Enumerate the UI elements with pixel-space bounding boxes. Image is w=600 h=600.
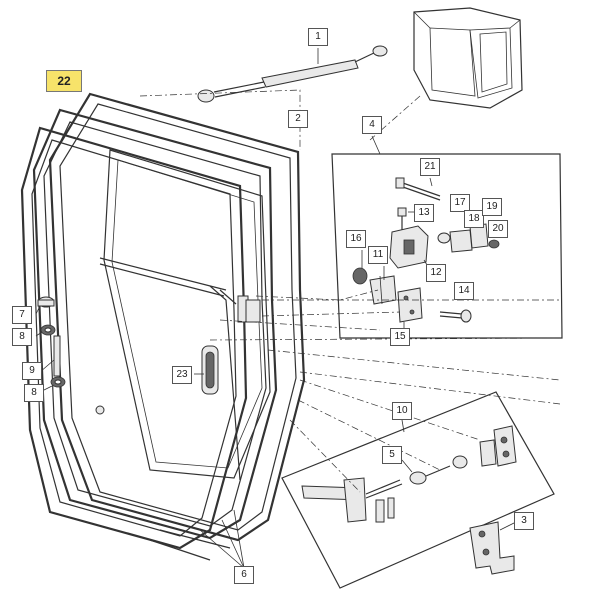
callout-3: 3 xyxy=(514,512,534,530)
latch-detail-box xyxy=(281,391,555,589)
callout-13: 13 xyxy=(414,204,434,222)
callout-11: 11 xyxy=(368,246,388,264)
callout-4: 4 xyxy=(362,116,382,134)
callout-14: 14 xyxy=(454,282,474,300)
callout-1: 1 xyxy=(308,28,328,46)
callout-21: 21 xyxy=(420,158,440,176)
callout-8-bottom: 8 xyxy=(24,384,44,402)
callout-22-highlighted: 22 xyxy=(46,70,82,92)
callout-18: 18 xyxy=(464,210,484,228)
door-handle xyxy=(194,345,219,395)
gas-strut xyxy=(197,45,388,103)
callout-2: 2 xyxy=(288,110,308,128)
bracket xyxy=(469,521,517,575)
hinge-detail-box xyxy=(331,135,563,339)
door-frames xyxy=(20,92,306,569)
callout-10: 10 xyxy=(392,402,412,420)
callout-17: 17 xyxy=(450,194,470,212)
callout-7: 7 xyxy=(12,306,32,324)
callout-15: 15 xyxy=(390,328,410,346)
left-fasteners xyxy=(35,296,66,393)
callout-23: 23 xyxy=(172,366,192,384)
callout-5: 5 xyxy=(382,446,402,464)
callout-20: 20 xyxy=(488,220,508,238)
callout-12: 12 xyxy=(426,264,446,282)
cab-thumbnail xyxy=(413,7,523,109)
callout-6: 6 xyxy=(234,566,254,584)
callout-16: 16 xyxy=(346,230,366,248)
callout-8-top: 8 xyxy=(12,328,32,346)
callout-19: 19 xyxy=(482,198,502,216)
callout-9: 9 xyxy=(22,362,42,380)
